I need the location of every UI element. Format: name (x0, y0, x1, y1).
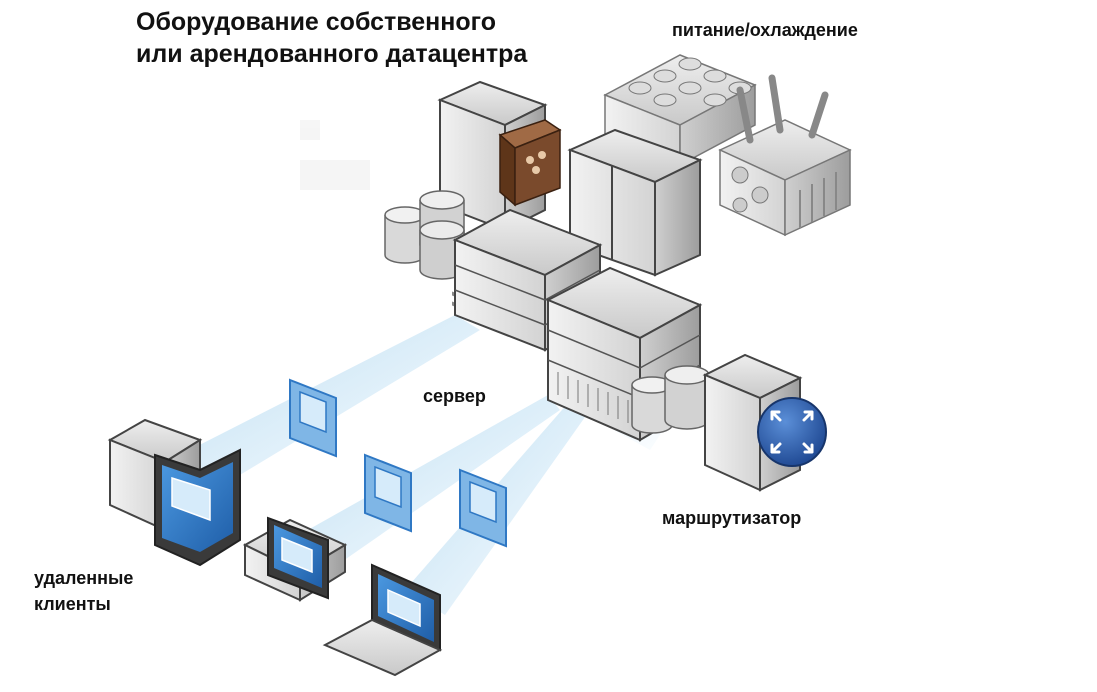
remote-clients-label-line-2: клиенты (34, 594, 111, 614)
database-icon (631, 365, 710, 434)
power-transformer-icon (718, 74, 852, 237)
database-icon (384, 190, 465, 280)
router-icon (702, 353, 827, 492)
page-title: Оборудование собственного или арендованн… (136, 6, 527, 70)
desktop-computer-icon (242, 516, 348, 602)
router-label: маршрутизатор (662, 508, 802, 528)
title-line-2: или арендованного датацентра (136, 40, 528, 68)
remote-clients-label-line-1: удаленные (34, 568, 134, 588)
title-line-1: Оборудование собственного (136, 8, 496, 36)
remote-window-icon (364, 453, 412, 533)
remote-window-icon (459, 468, 507, 548)
remote-window-icon (289, 378, 337, 458)
beam-to-workstation (290, 395, 560, 570)
server-label: сервер (423, 386, 486, 406)
laptop-icon (322, 563, 443, 677)
desktop-computer-icon (107, 418, 241, 567)
power-cooling-label: питание/охлаждение (672, 20, 858, 40)
directory-book-icon (498, 119, 562, 207)
remote-clients-label: удаленные клиенты (34, 565, 133, 617)
background-watermark (300, 120, 370, 190)
